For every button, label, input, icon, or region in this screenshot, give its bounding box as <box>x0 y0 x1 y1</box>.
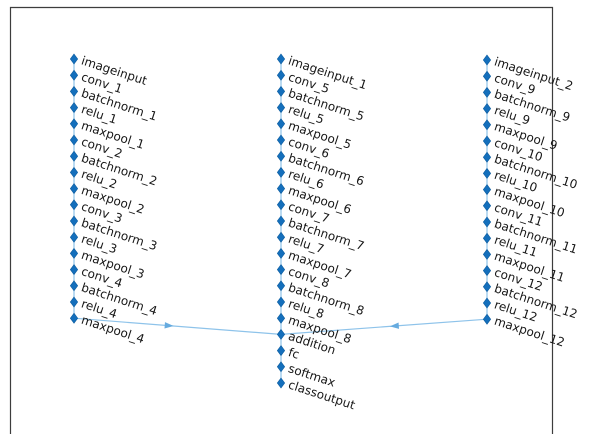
node-marker-relu_11 <box>482 232 492 244</box>
node-marker-batchnorm_6 <box>276 150 286 162</box>
node-marker-relu_3 <box>69 231 79 243</box>
node-marker-softmax <box>276 361 286 373</box>
arrowhead-icon <box>389 322 400 329</box>
node-marker-relu_6 <box>276 166 286 178</box>
node-marker-relu_10 <box>482 167 492 179</box>
node-marker-relu_4 <box>69 296 79 308</box>
node-marker-imageinput <box>69 53 79 65</box>
node-marker-maxpool_3 <box>69 247 79 259</box>
node-marker-maxpool_8 <box>276 312 286 324</box>
node-marker-maxpool_2 <box>69 183 79 195</box>
node-marker-batchnorm_1 <box>69 85 79 97</box>
node-marker-batchnorm_3 <box>69 215 79 227</box>
node-marker-conv_11 <box>482 200 492 212</box>
node-marker-batchnorm_5 <box>276 85 286 97</box>
node-marker-batchnorm_4 <box>69 280 79 292</box>
node-marker-classoutput <box>276 377 286 389</box>
node-marker-imageinput_1 <box>276 53 286 65</box>
node-marker-batchnorm_10 <box>482 151 492 163</box>
node-marker-fc <box>276 345 286 357</box>
node-marker-relu_5 <box>276 102 286 114</box>
node-marker-maxpool_12 <box>482 313 492 325</box>
node-marker-conv_3 <box>69 199 79 211</box>
node-marker-relu_2 <box>69 166 79 178</box>
node-marker-conv_9 <box>482 70 492 82</box>
edge-maxpool_12-to-addition <box>280 318 488 335</box>
node-marker-maxpool_6 <box>276 183 286 195</box>
node-marker-maxpool_9 <box>482 119 492 131</box>
node-marker-maxpool_10 <box>482 184 492 196</box>
node-marker-maxpool_5 <box>276 118 286 130</box>
node-marker-maxpool_11 <box>482 248 492 260</box>
node-marker-conv_8 <box>276 264 286 276</box>
node-marker-batchnorm_8 <box>276 280 286 292</box>
node-marker-batchnorm_11 <box>482 216 492 228</box>
node-marker-maxpool_4 <box>69 312 79 324</box>
node-marker-relu_1 <box>69 102 79 114</box>
node-marker-conv_1 <box>69 69 79 81</box>
node-marker-conv_2 <box>69 134 79 146</box>
node-marker-batchnorm_7 <box>276 215 286 227</box>
node-marker-relu_9 <box>482 103 492 115</box>
node-marker-imageinput_2 <box>482 54 492 66</box>
node-marker-maxpool_7 <box>276 247 286 259</box>
node-marker-batchnorm_12 <box>482 281 492 293</box>
edge-maxpool_4-to-addition <box>73 317 282 335</box>
node-marker-conv_7 <box>276 199 286 211</box>
node-marker-maxpool_1 <box>69 118 79 130</box>
node-marker-relu_7 <box>276 231 286 243</box>
node-marker-batchnorm_9 <box>482 86 492 98</box>
node-marker-relu_12 <box>482 297 492 309</box>
node-marker-conv_4 <box>69 264 79 276</box>
node-marker-relu_8 <box>276 296 286 308</box>
node-label-fc: fc <box>287 345 302 362</box>
node-marker-conv_6 <box>276 134 286 146</box>
node-marker-conv_10 <box>482 135 492 147</box>
node-marker-batchnorm_2 <box>69 150 79 162</box>
node-marker-addition <box>276 328 286 340</box>
arrowhead-icon <box>164 322 174 329</box>
axes-border <box>9 6 554 434</box>
node-marker-conv_12 <box>482 265 492 277</box>
node-marker-conv_5 <box>276 69 286 81</box>
